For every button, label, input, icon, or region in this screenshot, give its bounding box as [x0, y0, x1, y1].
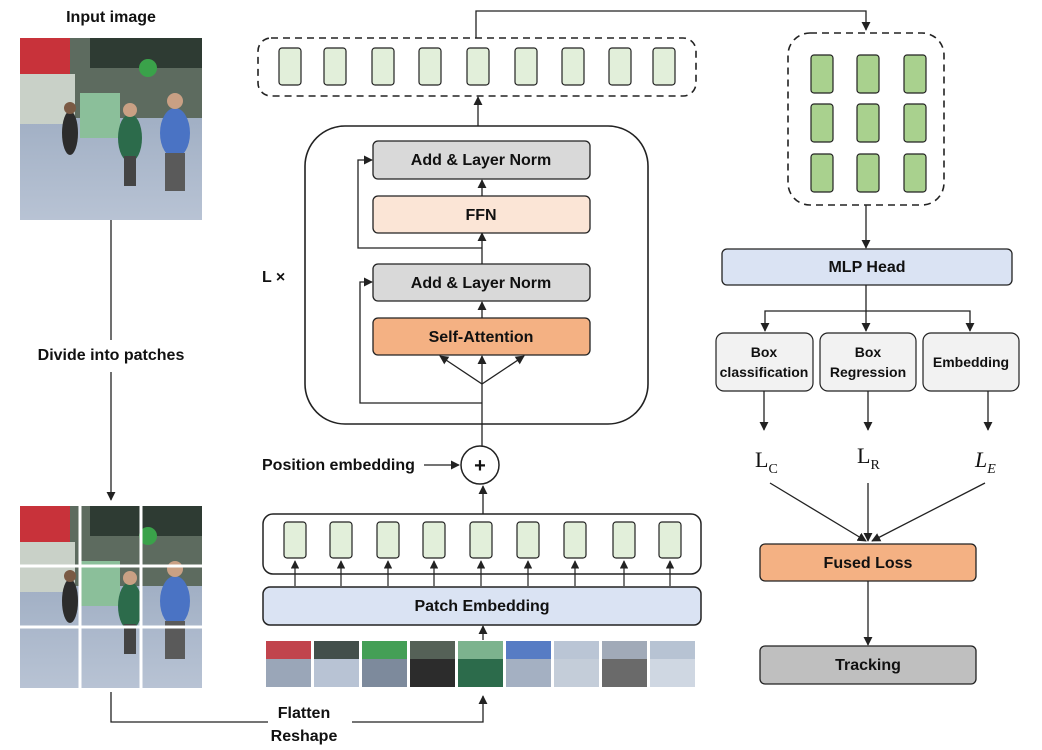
input-image-label: Input image — [66, 9, 156, 26]
grid-token — [856, 54, 880, 94]
ffn-label: FFN — [465, 207, 496, 224]
grid-token — [810, 103, 834, 143]
layer-count-label: L × — [262, 269, 285, 286]
grid-token — [810, 54, 834, 94]
add-norm-upper-box — [372, 140, 591, 180]
residual-connection-lower — [359, 277, 482, 404]
grid-token — [903, 153, 927, 193]
arrow-to-attention-right — [481, 355, 525, 385]
output-token — [652, 47, 676, 86]
arrow-le-to-fused — [871, 482, 986, 542]
arrow-lc-to-fused — [769, 482, 867, 542]
output-token — [278, 47, 302, 86]
self-attention-label: Self-Attention — [429, 329, 534, 346]
plus-sign: + — [474, 455, 486, 477]
patch-embedding-label: Patch Embedding — [414, 598, 549, 615]
grid-token — [903, 103, 927, 143]
embedded-token — [563, 521, 587, 559]
grid-token — [810, 153, 834, 193]
flattened-patch-detail — [410, 641, 455, 659]
embedded-token — [283, 521, 307, 559]
embedded-token — [516, 521, 540, 559]
embedded-token — [469, 521, 493, 559]
embedded-token — [376, 521, 400, 559]
fused-loss-label: Fused Loss — [824, 555, 913, 572]
box-regression-head — [819, 332, 917, 392]
output-tokens — [278, 47, 676, 86]
output-token — [371, 47, 395, 86]
position-add-node — [460, 445, 500, 485]
output-token — [514, 47, 538, 86]
arrow-to-attention-left — [439, 355, 483, 385]
connector-mlp-to-heads — [760, 285, 867, 332]
flattened-patch-detail — [458, 641, 503, 659]
arrow-mlp-to-embedding — [866, 310, 975, 332]
embedded-token — [329, 521, 353, 559]
embedding-head — [922, 332, 1020, 392]
flattened-patch-detail — [554, 641, 599, 659]
patched-image — [20, 506, 202, 688]
add-norm-upper-label: Add & Layer Norm — [411, 152, 551, 169]
input-image — [20, 38, 202, 220]
flattened-patch-detail — [362, 641, 407, 659]
patch-grid — [20, 506, 202, 688]
mlp-head-label: MLP Head — [828, 259, 905, 276]
flattened-patch-detail — [602, 641, 647, 659]
flattened-patch-strip — [266, 641, 695, 687]
embedded-token — [612, 521, 636, 559]
box-regression-label-line1: Box — [855, 344, 882, 360]
mlp-head-box — [721, 248, 1013, 286]
embedding-head-label: Embedding — [933, 354, 1009, 370]
embedded-tokens — [283, 521, 682, 586]
output-token — [561, 47, 585, 86]
add-norm-lower-label: Add & Layer Norm — [411, 275, 551, 292]
output-token — [323, 47, 347, 86]
patch-embedding-box — [262, 586, 702, 626]
grid-token — [856, 153, 880, 193]
output-token — [608, 47, 632, 86]
tracking-box — [759, 645, 977, 685]
embedded-token — [658, 521, 682, 559]
output-token — [418, 47, 442, 86]
flattened-patch-detail — [650, 641, 695, 659]
flattened-patch-detail — [266, 641, 311, 659]
tracking-label: Tracking — [835, 657, 901, 674]
loss-regression: LR — [857, 443, 880, 473]
grid-token — [856, 103, 880, 143]
connector-output-to-reshaped — [475, 10, 871, 38]
box-classification-label-line2: classification — [720, 364, 809, 380]
embedded-token — [422, 521, 446, 559]
position-embedding-label: Position embedding — [262, 457, 415, 474]
output-token — [466, 47, 490, 86]
loss-classification: LC — [755, 447, 778, 477]
residual-connection-upper — [357, 155, 482, 249]
box-regression-label-line2: Regression — [830, 364, 906, 380]
flattened-patch-detail — [314, 641, 359, 659]
reshaped-token-grid — [810, 54, 927, 193]
loss-embedding: LE — [974, 447, 996, 477]
flatten-label: Flatten — [278, 705, 330, 722]
flattened-patch-detail — [506, 641, 551, 659]
reshape-label: Reshape — [271, 728, 338, 745]
divide-into-patches-label: Divide into patches — [38, 347, 185, 364]
box-classification-head — [715, 332, 814, 392]
grid-token — [903, 54, 927, 94]
box-classification-label-line1: Box — [751, 344, 778, 360]
